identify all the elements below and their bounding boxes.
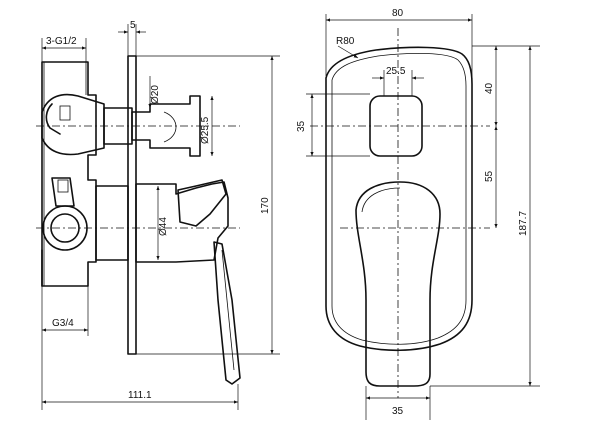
- lever-handle-edge: [221, 249, 235, 371]
- dim-top-to-knob: 40: [484, 82, 495, 94]
- front-cover-plate: [325, 46, 473, 352]
- lever-body: [135, 181, 229, 263]
- dim-outlet-thread: G3/4: [52, 318, 74, 329]
- lever-handle: [213, 241, 241, 385]
- cover-plate: [127, 55, 137, 355]
- dim-body-diameter: Ø44: [158, 217, 169, 236]
- dim-knob-to-lever: 55: [484, 170, 495, 182]
- diverter-slot: [59, 105, 71, 121]
- dim-plate-thickness: 5: [130, 20, 136, 31]
- dim-overall-depth: 111.1: [128, 390, 152, 401]
- lever-cap: [177, 179, 227, 227]
- dim-corner-radius: R80: [336, 36, 355, 47]
- dim-knob-diameter: Ø25.5: [200, 116, 211, 144]
- diverter-tip: [45, 103, 61, 135]
- dim-knob-height: 35: [296, 120, 307, 132]
- diverter-housing: [41, 93, 105, 156]
- knob-grip: [163, 111, 177, 143]
- dim-inlet-thread: 3-G1/2: [46, 36, 77, 47]
- dim-line: [337, 45, 359, 59]
- front-cover-plate-inner: [331, 52, 467, 345]
- dim-overall-height: 170: [260, 197, 271, 214]
- dim-stem-diameter: Ø20: [150, 85, 161, 104]
- valve-body-outline: [41, 61, 97, 287]
- outlet-nut: [51, 177, 75, 207]
- dim-plate-width: 80: [392, 8, 404, 19]
- front-lever-edge: [361, 187, 401, 213]
- outlet-slot: [57, 179, 69, 193]
- front-lever: [355, 181, 441, 387]
- front-view: 80 R80 25.5 35 40 55 187.7 35: [296, 8, 540, 420]
- dim-front-overall-height: 187.7: [518, 211, 529, 236]
- dim-lever-width: 35: [392, 406, 404, 417]
- cartridge-housing: [95, 185, 129, 261]
- side-view: 3-G1/2 5 Ø20 Ø25.5 Ø44 170 G3/4 111.1: [36, 20, 280, 410]
- dim-knob-width: 25.5: [386, 66, 406, 77]
